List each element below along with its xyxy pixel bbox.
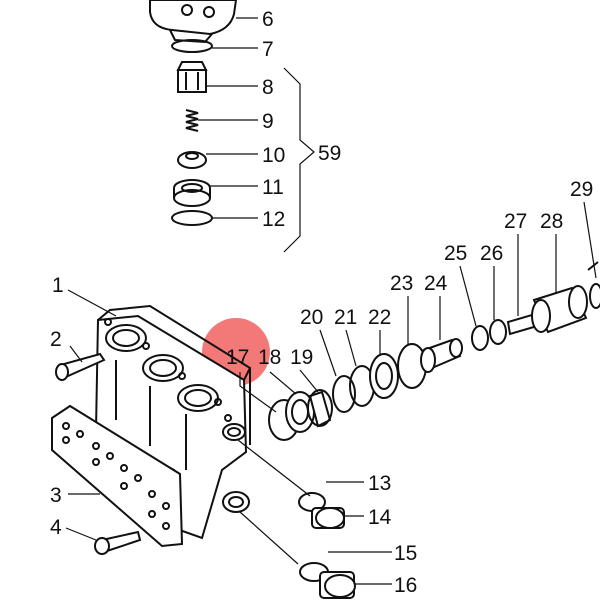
leader-lines-top	[198, 17, 315, 253]
label-18: 18	[258, 346, 281, 369]
label-24: 24	[424, 272, 448, 295]
label-8: 8	[262, 76, 274, 99]
label-2: 2	[50, 328, 62, 351]
part-2-bolt	[55, 352, 106, 381]
part-25-washer	[471, 325, 489, 351]
label-27: 27	[504, 210, 527, 233]
part-6-manifold	[149, 0, 238, 44]
label-13: 13	[368, 472, 391, 495]
label-23: 23	[390, 272, 413, 295]
label-9: 9	[262, 110, 274, 133]
part-19-support	[307, 389, 333, 428]
label-19: 19	[290, 346, 313, 369]
part-7-oring	[171, 39, 213, 53]
label-15: 15	[394, 542, 417, 565]
label-22: 22	[368, 306, 391, 329]
label-59: 59	[318, 142, 341, 165]
label-3: 3	[50, 484, 62, 507]
part-24-bush	[420, 338, 463, 373]
label-28: 28	[540, 210, 563, 233]
part-26-washer	[489, 319, 507, 345]
part-4-bolt	[94, 530, 142, 555]
label-7: 7	[262, 38, 274, 61]
label-6: 6	[262, 8, 274, 31]
part-9-spring	[185, 109, 199, 132]
callout-labels: 6 7 8 9 10 11 12 59 1 2 3 4 17 18 19 20 …	[50, 8, 593, 597]
label-4: 4	[50, 516, 62, 539]
part-29-component	[587, 261, 600, 309]
label-17: 17	[226, 346, 249, 369]
label-21: 21	[334, 306, 357, 329]
part-16-plug	[319, 571, 356, 599]
part-28-plunger	[531, 285, 588, 334]
part-14-plug	[311, 507, 345, 529]
leader-lines-assembly	[65, 201, 597, 585]
label-25: 25	[444, 242, 467, 265]
part-1-pump-head	[94, 304, 252, 540]
label-1: 1	[52, 274, 64, 297]
label-16: 16	[394, 574, 417, 597]
label-14: 14	[368, 506, 392, 529]
part-20-ring	[332, 375, 356, 413]
label-12: 12	[262, 208, 285, 231]
part-10-valve-disc	[177, 151, 207, 169]
part-3-gasket-plate	[51, 404, 184, 548]
part-12-oring	[171, 210, 213, 226]
label-26: 26	[480, 242, 503, 265]
label-29: 29	[570, 178, 593, 201]
part-11-valve-seat	[173, 179, 211, 207]
label-20: 20	[300, 306, 323, 329]
label-11: 11	[262, 176, 284, 199]
label-10: 10	[262, 144, 285, 167]
part-22-packing	[369, 353, 399, 399]
part-8-valve-cage	[176, 61, 208, 93]
